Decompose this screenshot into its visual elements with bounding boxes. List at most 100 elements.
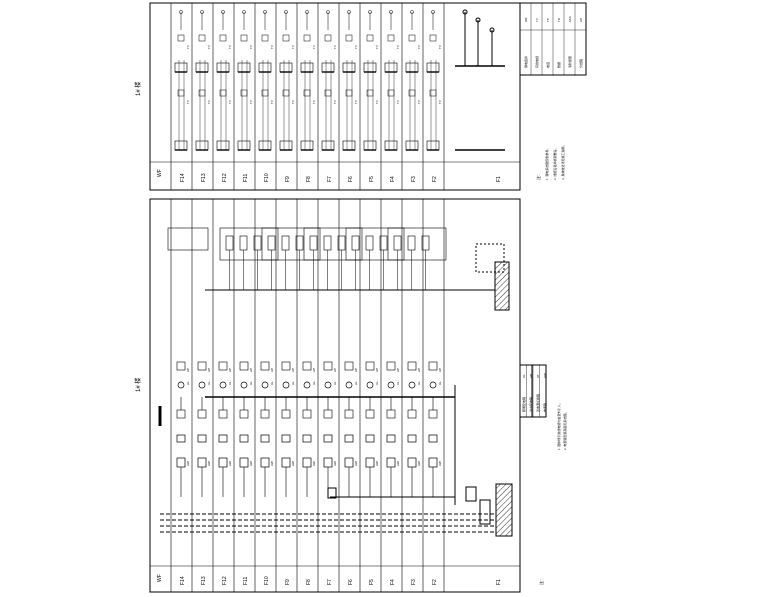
outlet-box <box>219 34 227 42</box>
outlet-tag: TV <box>228 45 232 49</box>
upper-box <box>386 361 396 371</box>
outlet-box <box>408 89 416 97</box>
upper-box-tag: AP <box>312 368 316 372</box>
sub-box <box>176 434 186 443</box>
junction-box <box>344 409 354 419</box>
legend-desc: 电表箱 <box>542 403 547 412</box>
meter-tag: AW <box>375 461 379 466</box>
lower-bottom-ground-block <box>495 483 513 537</box>
legend-desc: 双电源切换箱 <box>535 394 540 412</box>
upper-legend-symbol: AP <box>579 18 583 22</box>
outlet-box <box>324 89 332 97</box>
breaker-box <box>393 235 402 251</box>
meter-box <box>323 457 333 468</box>
sub-box <box>344 434 354 443</box>
meter-tag: AW <box>417 461 421 466</box>
meter-tag: AW <box>228 461 232 466</box>
lamp-symbol <box>408 381 416 389</box>
lamp-tag: AL <box>333 381 337 385</box>
lamp-tag: AL <box>417 381 421 385</box>
outlet-node <box>326 10 330 14</box>
lower-floor-label: F14 <box>180 576 186 585</box>
lower-floor-label: F8 <box>306 579 312 585</box>
lamp-symbol <box>219 381 227 389</box>
panel-cluster <box>219 227 279 261</box>
upper-legend-symbol: WF <box>524 17 528 22</box>
riser-box <box>363 62 377 73</box>
lower-floor-label: F9 <box>285 579 291 585</box>
riser-box <box>237 62 251 73</box>
lower-top-dashbox <box>475 243 505 273</box>
lamp-tag: AL <box>438 381 442 385</box>
riser-box <box>258 140 272 151</box>
upper-floor-label: F4 <box>390 176 396 182</box>
riser-box <box>216 62 230 73</box>
lower-right-box-a <box>465 486 477 502</box>
lamp-tag: AL <box>270 381 274 385</box>
meter-box <box>260 457 270 468</box>
meter-tag: AW <box>249 461 253 466</box>
lamp-symbol <box>177 381 185 389</box>
outlet-box <box>345 34 353 42</box>
lower-floor-label: F13 <box>201 576 207 585</box>
upper-box-tag: AP <box>417 368 421 372</box>
upper-legend-note: 3. 具体做法详见施工说明。 <box>560 144 565 180</box>
meter-box <box>218 457 228 468</box>
riser-box <box>300 62 314 73</box>
upper-base-label: F1 <box>496 176 502 182</box>
riser-box <box>405 62 419 73</box>
outlet-tag: TV <box>270 45 274 49</box>
junction-box <box>407 409 417 419</box>
outlet-node <box>200 10 204 14</box>
panel-cluster <box>167 227 209 251</box>
outlet-box <box>303 34 311 42</box>
lower-legend-notes: 1. 图中所示进线电缆均由室外引入。2. 电表箱安装高度见系统图。 <box>556 402 567 450</box>
upper-floor-label: F14 <box>180 173 186 182</box>
lamp-tag: AL <box>249 381 253 385</box>
upper-floor-label: F8 <box>306 176 312 182</box>
upper-right-node-2 <box>475 17 481 23</box>
riser-box <box>426 62 440 73</box>
lower-panel-title: 1# 楼 <box>134 378 142 392</box>
upper-box-tag: AP <box>228 368 232 372</box>
outlet-node <box>263 10 267 14</box>
junction-box <box>197 409 207 419</box>
lower-floor-label: F3 <box>411 579 417 585</box>
lower-floor-band-group: F14AWALAPF13AWALAPF12AWALAPF11AWALAPF10A… <box>150 199 521 592</box>
legend-code: AT <box>536 374 540 378</box>
outlet-box <box>303 89 311 97</box>
upper-right-node-1 <box>462 9 468 15</box>
upper-box-tag: AP <box>270 368 274 372</box>
outlet-box <box>387 34 395 42</box>
breaker-box <box>309 235 318 251</box>
outlet-node <box>242 10 246 14</box>
lower-mid-box <box>327 487 337 499</box>
sub-box <box>197 434 207 443</box>
riser-box <box>321 140 335 151</box>
upper-box <box>344 361 354 371</box>
upper-floor-label: F2 <box>432 176 438 182</box>
outlet-node <box>221 10 225 14</box>
upper-floor-label: F12 <box>222 173 228 182</box>
meter-box <box>302 457 312 468</box>
upper-floor-label: F5 <box>369 176 375 182</box>
outlet-tag: TV <box>417 45 421 49</box>
lamp-tag: AL <box>228 381 232 385</box>
lamp-tag: AL <box>375 381 379 385</box>
upper-legend-symbol: TV <box>535 18 539 22</box>
lower-floor-label: F7 <box>327 579 333 585</box>
breaker-box <box>239 235 248 251</box>
meter-box <box>365 457 375 468</box>
outlet-box <box>177 89 185 97</box>
outlet-box <box>429 34 437 42</box>
outlet-tag: TV <box>291 45 295 49</box>
sub-box <box>260 434 270 443</box>
lamp-tag: AL <box>291 381 295 385</box>
riser-box <box>279 140 293 151</box>
lower-legend-note: 1. 图中所示进线电缆均由室外引入。 <box>556 402 561 450</box>
outlet-tag: TV <box>228 100 232 104</box>
lower-floor-label: F10 <box>264 576 270 585</box>
upper-legend-desc: 电话 <box>545 62 550 68</box>
